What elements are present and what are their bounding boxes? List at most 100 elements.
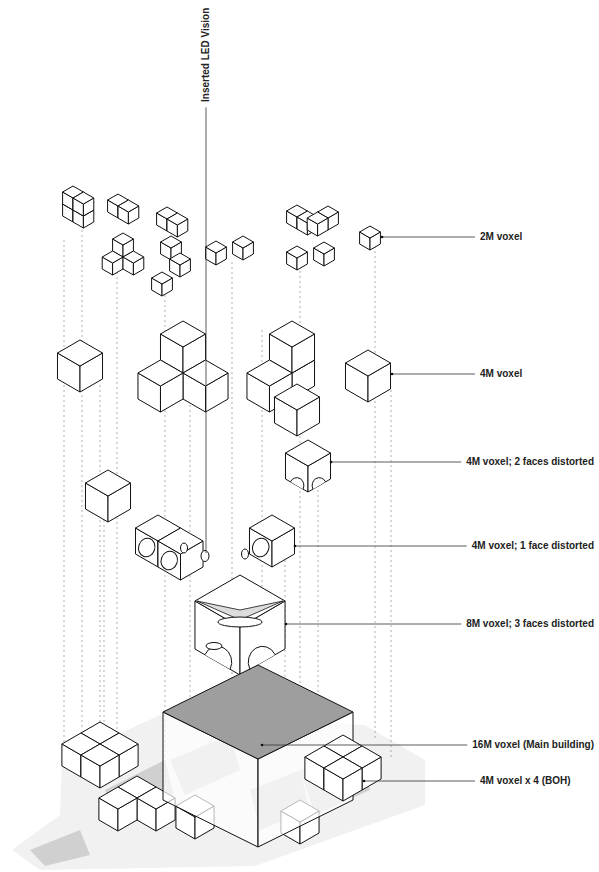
cube-top-face [161, 236, 182, 248]
voxel-cube [167, 213, 188, 237]
projection-line [104, 505, 105, 760]
voxel-cube [99, 787, 137, 831]
voxel-cube [324, 757, 362, 801]
leader-dot [261, 744, 264, 747]
callout-label: 8M voxel; 3 faces distorted [466, 618, 594, 630]
vertical-callout: Inserted LED Vision [200, 8, 212, 102]
distortion-arch [290, 478, 303, 489]
voxel-cube [85, 470, 130, 522]
leader-dot [381, 236, 384, 239]
voxel-cube [314, 242, 335, 266]
ground-shadow [30, 830, 90, 866]
leader-line [295, 546, 467, 547]
cube-top-face [170, 253, 191, 265]
voxel-cube [170, 253, 191, 277]
voxel-cube [102, 251, 123, 275]
distortion-opening [159, 549, 180, 572]
cube-top-face [85, 470, 130, 496]
cube-top-face [307, 212, 328, 224]
leader-line [286, 624, 461, 625]
voxel-cube [287, 246, 308, 270]
voxel-cube [206, 241, 227, 265]
led-ring [181, 543, 188, 553]
leader-dot [391, 373, 394, 376]
cube-top-face [152, 272, 173, 284]
leader-dot [363, 780, 366, 783]
cube-top-face [113, 233, 134, 245]
voxel-cube [360, 226, 381, 250]
cube-top-face [233, 236, 254, 248]
cube-top-face [360, 226, 381, 238]
led-ring [201, 551, 209, 562]
distortion-opening [136, 536, 157, 559]
callout-label: 4M voxel x 4 (BOH) [480, 775, 571, 787]
voxel-groups [57, 186, 390, 847]
cube-top-face [118, 200, 139, 212]
leader-dot [294, 545, 297, 548]
voxel-cube [123, 251, 144, 275]
voxel-cube [138, 360, 183, 412]
cube-top-face [99, 787, 137, 809]
voxel-cube [195, 575, 285, 675]
voxel-cube [73, 192, 94, 216]
cube-top-face [138, 360, 183, 386]
voxel-cube [345, 350, 390, 402]
leader-line [206, 107, 207, 553]
cube-top-face [274, 384, 319, 410]
projection-line [375, 246, 376, 740]
voxel-cube [307, 212, 328, 236]
distortion-arch [248, 646, 275, 669]
voxel-cube [274, 384, 319, 436]
voxel-cube [152, 272, 173, 296]
leader-line [382, 237, 475, 238]
callout-label: 4M voxel; 1 face distorted [472, 540, 594, 552]
cube-top-face [73, 192, 94, 204]
leader-lines [206, 107, 475, 782]
callout-label: 16M voxel (Main building) [472, 739, 594, 751]
cube-top-face [183, 360, 228, 386]
cube-top-face [249, 515, 294, 541]
led-ring [242, 549, 249, 559]
voxel-cube [285, 440, 330, 492]
projection-line [64, 240, 65, 770]
distortion-opening [218, 617, 262, 627]
leader-dot [285, 623, 288, 626]
leader-line [392, 374, 475, 375]
projection-line [100, 385, 101, 735]
leader-line [262, 745, 467, 746]
cube-top-face [287, 246, 308, 258]
cube-top-face [206, 241, 227, 253]
cube-top-face [247, 360, 292, 386]
cube-top-face [102, 251, 123, 263]
callout-label: 4M voxel; 2 faces distorted [466, 456, 594, 468]
voxel-cube [118, 200, 139, 224]
cube-top-face [57, 340, 102, 366]
distortion-opening [250, 536, 271, 559]
cube-top-face [324, 757, 362, 779]
projection-lines [64, 230, 391, 790]
cube-top-face [81, 744, 119, 766]
cube-top-face [314, 242, 335, 254]
voxel-cube [158, 528, 203, 580]
cube-top-face [167, 213, 188, 225]
voxel-cube [249, 515, 294, 567]
voxel-cube [233, 236, 254, 260]
cube-top-face [160, 321, 205, 347]
leader-dot [330, 461, 333, 464]
distortion-arch [312, 478, 325, 489]
cube-top-face [269, 321, 314, 347]
callout-label: 2M voxel [480, 231, 522, 243]
leader-line [331, 462, 461, 463]
projection-line [82, 230, 83, 730]
voxel-cube [57, 340, 102, 392]
cube-top-face [345, 350, 390, 376]
voxel-cube [163, 665, 353, 847]
cube-top-face [158, 528, 203, 554]
voxel-cube [183, 360, 228, 412]
distortion-arch [205, 646, 232, 669]
cube-top-face [123, 251, 144, 263]
cube-top-face [285, 440, 330, 466]
callout-label: 4M voxel [480, 368, 522, 380]
leader-line [364, 781, 475, 782]
